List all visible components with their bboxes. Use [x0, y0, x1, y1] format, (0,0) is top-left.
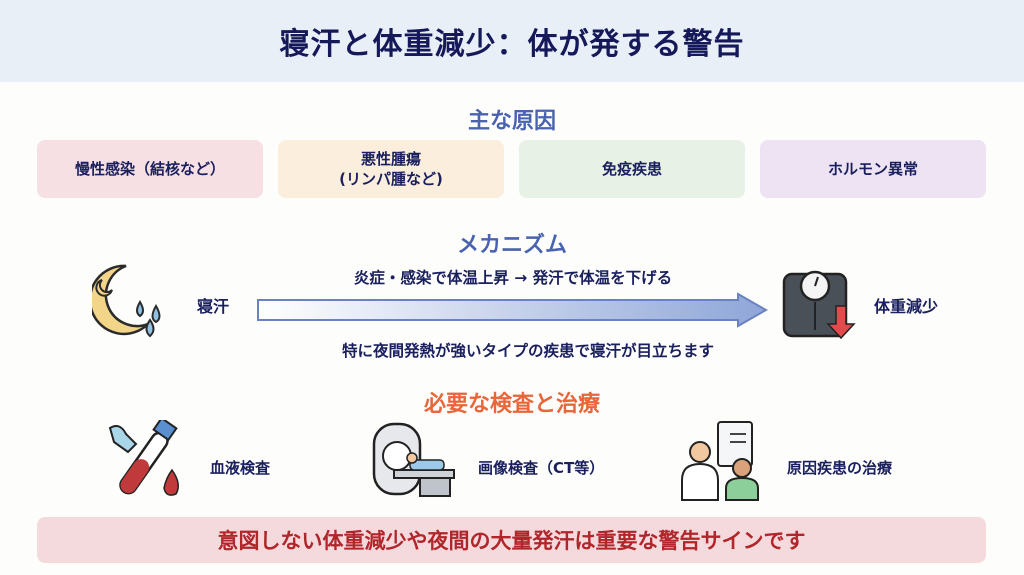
tests-heading: 必要な検査と治療 — [423, 392, 600, 417]
warning-text: 意図しない体重減少や夜間の大量発汗は重要な警告サインです — [217, 529, 806, 553]
moon-sweat-icon — [92, 264, 161, 338]
causes-heading: 主な原因 — [467, 109, 556, 134]
ct-scanner-icon — [372, 422, 455, 497]
mechanism-note: 特に夜間発熱が強いタイプの疾患で寝汗が目立ちます — [341, 342, 714, 360]
night-sweat-label: 寝汗 — [197, 297, 230, 316]
cause-label: 免疫疾患 — [601, 159, 662, 178]
mechanism-arrow-text: 炎症・感染で体温上昇 → 発汗で体温を下げる — [353, 269, 673, 287]
cause-label: 悪性腫瘍 — [360, 149, 421, 168]
mechanism-heading: メカニズム — [456, 233, 567, 258]
mechanism-arrow — [257, 292, 769, 328]
cause-box-immune: 免疫疾患 — [519, 140, 745, 198]
warning-banner: 意図しない体重減少や夜間の大量発汗は重要な警告サインです — [37, 517, 986, 563]
scale-weight-loss-icon — [782, 270, 856, 340]
test-label-imaging: 画像検査（CT等） — [478, 459, 605, 477]
cause-label: 慢性感染（結核など） — [74, 159, 225, 178]
doctor-patient-icon — [681, 421, 759, 501]
test-label-blood: 血液検査 — [210, 459, 271, 477]
cause-sublabel: (リンパ腫など) — [339, 170, 443, 188]
cause-box-infection: 慢性感染（結核など） — [37, 140, 263, 198]
blood-test-icon — [108, 420, 179, 496]
weight-loss-label: 体重減少 — [874, 297, 939, 316]
cause-box-tumor: 悪性腫瘍 (リンパ腫など) — [278, 140, 504, 198]
cause-box-hormone: ホルモン異常 — [760, 140, 986, 198]
header-band: 寝汗と体重減少：体が発する警告 — [0, 0, 1024, 82]
page-title: 寝汗と体重減少：体が発する警告 — [279, 27, 745, 62]
test-label-treatment: 原因疾患の治療 — [787, 459, 893, 477]
cause-label: ホルモン異常 — [827, 159, 918, 178]
